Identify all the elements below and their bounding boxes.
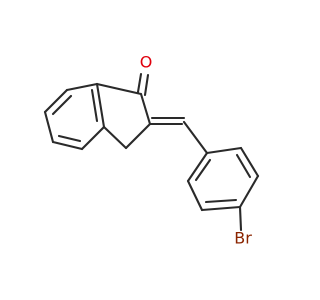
bromine-substituent: Br — [234, 205, 252, 248]
bond-p4-p5 — [200, 205, 242, 212]
bond-c4-c5-inner — [57, 134, 82, 143]
bond-p2-p3 — [239, 146, 260, 178]
bond-carbonyl-oxygen-b — [143, 73, 150, 97]
bond-c6-c1-inner — [90, 88, 99, 123]
carbonyl-group: O — [136, 53, 153, 97]
bond-p4-p5-inner — [204, 198, 238, 204]
bond-c3-c4 — [43, 110, 55, 144]
indanone-benzene-ring — [43, 82, 106, 151]
bond-ring-bromine — [238, 205, 243, 232]
bond-c6-c1 — [95, 82, 106, 129]
bond-carbonyl-oxygen-a — [136, 72, 143, 94]
bond-c2-c3-inner — [51, 94, 73, 116]
bond-c1-c2 — [65, 82, 99, 92]
oxygen-atom-label: O — [140, 53, 153, 72]
bond-alpha-ch2 — [124, 122, 152, 150]
bond-c4-c5 — [51, 140, 84, 151]
bond-c2-c3 — [43, 88, 69, 114]
canvas-background — [0, 0, 300, 300]
cyclopentanone-ring — [95, 82, 152, 150]
bond-vinyl-phenyl — [182, 120, 209, 155]
bond-p6-p1-inner — [194, 158, 212, 182]
bond-p6-p1 — [186, 151, 209, 183]
bond-ch2-ring — [102, 125, 128, 150]
exocyclic-double-bond — [148, 116, 209, 155]
bromine-atom-label: Br — [234, 229, 252, 248]
bond-p3-p4 — [238, 174, 260, 209]
bond-ring-carbonyl — [95, 82, 143, 96]
molecule-structure: O Br — [0, 0, 300, 300]
bond-carbonyl-alpha — [139, 92, 152, 126]
bond-p5-p6 — [186, 179, 204, 212]
bond-p1-p2 — [205, 146, 243, 155]
bond-p2-p3-inner — [235, 153, 252, 179]
bromophenyl-ring — [186, 146, 260, 212]
bond-c5-c6 — [80, 125, 106, 151]
